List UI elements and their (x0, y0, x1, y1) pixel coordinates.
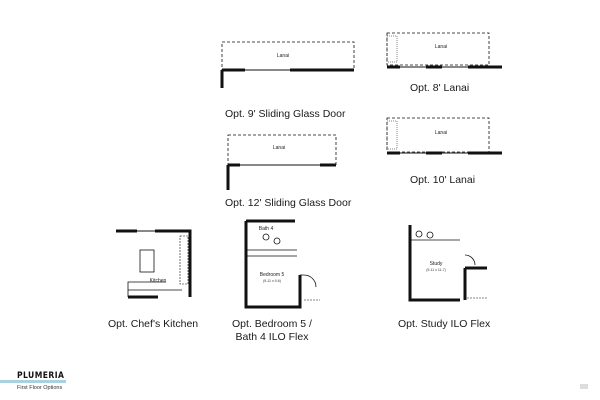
caption-10ft-lanai: Opt. 10' Lanai (410, 174, 476, 186)
room-size: (9-11 x 11-7) (426, 268, 446, 272)
caption-chefs-kitchen: Opt. Chef's Kitchen (108, 318, 199, 330)
room-label: Lanai (273, 145, 285, 151)
page-subtitle: First Floor Options (17, 385, 63, 391)
room-label: Lanai (277, 53, 289, 59)
room-label: Lanai (435, 44, 447, 50)
brand-name: PLUMERIA (17, 371, 65, 381)
room-label: Study (430, 261, 443, 267)
plan-8ft-lanai (386, 32, 502, 69)
caption-study: Opt. Study ILO Flex (398, 318, 491, 330)
plan-12ft-sliding-door (226, 134, 337, 190)
plan-chefs-kitchen (116, 229, 192, 299)
plan-bedroom5-bath4 (244, 219, 320, 309)
plan-9ft-sliding-door (220, 41, 355, 88)
room-label: Kitchen (150, 278, 167, 284)
brand-accent-bar (0, 380, 66, 383)
caption-12ft-sliding-door: Opt. 12' Sliding Glass Door (225, 197, 352, 209)
room-label: Bedroom 5 (260, 272, 285, 278)
caption-8ft-lanai: Opt. 8' Lanai (410, 82, 470, 94)
room-label: Lanai (435, 130, 447, 136)
plan-10ft-lanai (386, 117, 502, 155)
plan-study (408, 225, 487, 302)
room-label: Bath 4 (259, 226, 274, 232)
room-size: (9-11 x 9-6) (263, 279, 281, 283)
caption-9ft-sliding-door: Opt. 9' Sliding Glass Door (225, 108, 346, 120)
caption-bedroom5-bath4: Opt. Bedroom 5 / Bath 4 ILO Flex (232, 318, 312, 343)
page-mark (580, 384, 588, 389)
